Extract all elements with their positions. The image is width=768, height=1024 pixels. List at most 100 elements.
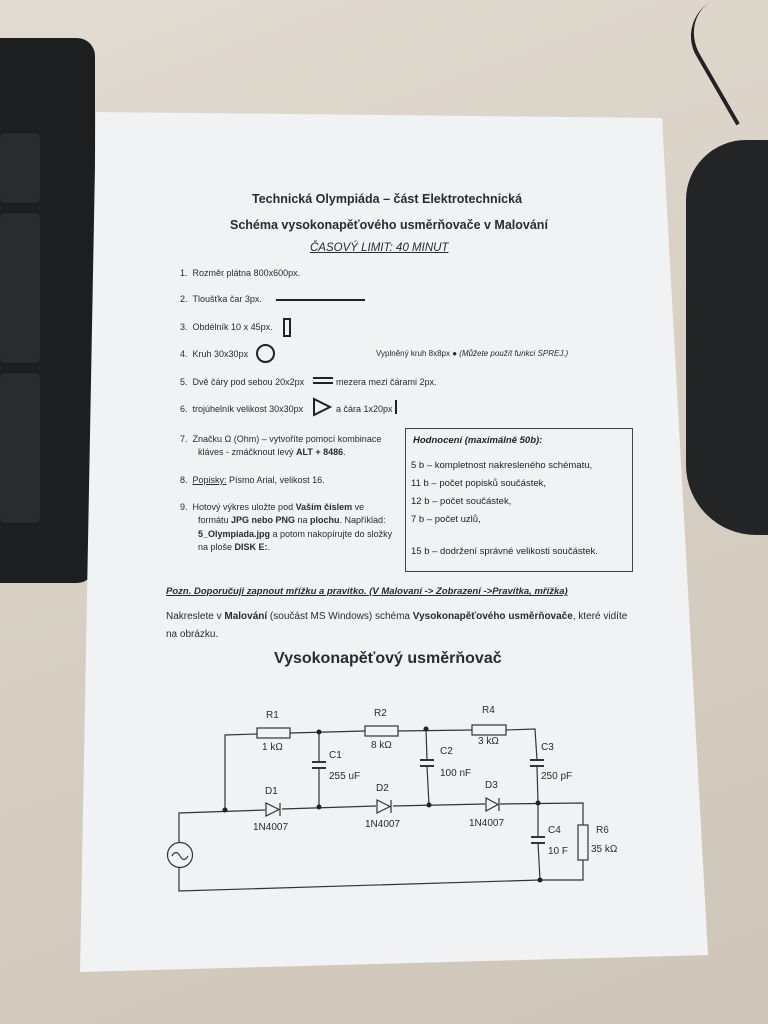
instruction-4: 4. Kruh 30x30px	[180, 349, 248, 359]
num: 4.	[180, 349, 188, 359]
wires	[178, 728, 584, 892]
instruction-5: 5. Dvě čáry pod sebou 20x2px	[180, 377, 304, 387]
scoring-box: Hodnocení (maximálně 50b): 5 b – komplet…	[405, 428, 633, 572]
text: Hotový výkres uložte pod	[192, 502, 296, 512]
num: 7.	[180, 434, 188, 444]
instruction-6-extra: a čára 1x20px	[336, 404, 393, 414]
line-sample	[276, 299, 365, 301]
line-1x20-sample	[395, 400, 397, 414]
c1-value: 255 uF	[329, 771, 361, 782]
d2-label: D2	[376, 783, 389, 794]
keyboard-key	[0, 213, 40, 363]
text: a potom nakopírujte do složky	[270, 529, 393, 539]
text: Dvě čáry pod sebou 20x2px	[192, 377, 305, 387]
instruction-9-line2: formátu JPG nebo PNG na plochu. Napříkla…	[198, 515, 386, 525]
bold: Vaším číslem	[295, 502, 353, 512]
scoring-item: 12 b – počet součástek,	[411, 496, 512, 507]
c2-value: 100 nF	[440, 768, 472, 779]
capacitor-plates	[312, 759, 545, 844]
filled-circle-icon: ●	[452, 349, 458, 358]
text: .	[267, 542, 271, 552]
instruction-8: 8. Popisky: Písmo Arial, velikost 16.	[180, 475, 325, 485]
text: ve	[352, 502, 365, 512]
num: 1.	[180, 268, 188, 278]
instruction-1: 1. Rozměr plátna 800x600px.	[180, 268, 300, 278]
junction-nodes	[222, 726, 543, 883]
c1-label: C1	[329, 750, 342, 761]
c3-value: 250 pF	[541, 771, 573, 782]
text: Rozměr plátna 800x600px.	[192, 268, 301, 278]
text: Nakreslete v	[166, 611, 225, 622]
text: Kruh 30x30px	[192, 349, 249, 359]
bold: Malování	[224, 611, 268, 622]
bold: 5_Olympiada.jpg	[198, 529, 271, 539]
instruction-3: 3. Obdélník 10 x 45px.	[180, 322, 273, 332]
double-line-sample	[313, 377, 333, 379]
c4-label: C4	[548, 825, 561, 836]
text: , které vidíte	[572, 611, 628, 622]
text: trojúhelník velikost 30x30px	[192, 404, 304, 414]
text: Tloušťka čar 3px.	[192, 294, 262, 304]
text: Obdélník 10 x 45px.	[192, 322, 273, 332]
instruction-5-extra: mezera mezi čárami 2px.	[336, 377, 437, 387]
resistors	[256, 724, 589, 861]
num: 6.	[180, 404, 188, 414]
d3-label: D3	[485, 780, 498, 791]
circuit-title: Vysokonapěťový usměrňovač	[274, 650, 502, 667]
label: Popisky:	[192, 475, 227, 485]
bold: plochu	[310, 515, 340, 525]
instruction-9: 9. Hotový výkres uložte pod Vaším číslem…	[180, 502, 364, 512]
num: 9.	[180, 502, 188, 512]
d3-value: 1N4007	[469, 818, 505, 829]
keyboard-key	[0, 373, 40, 523]
scoring-title: Hodnocení (maximálně 50b):	[413, 435, 543, 446]
circle-sample	[256, 344, 275, 363]
text: kláves - zmáčknout levý	[198, 447, 297, 457]
scoring-item: 11 b – počet popisků součástek,	[411, 478, 547, 489]
diodes	[265, 796, 500, 817]
instruction-7: 7. Značku Ω (Ohm) – vytvoříte pomocí kom…	[180, 434, 381, 444]
bold: JPG nebo PNG	[231, 515, 296, 525]
text: (součást MS Windows) schéma	[267, 611, 413, 622]
text: Vyplněný kruh 8x8px	[376, 349, 450, 358]
num: 2.	[180, 294, 188, 304]
r6-value: 35 kΩ	[591, 844, 618, 855]
d1-label: D1	[265, 786, 278, 797]
task-line1: Nakreslete v Malování (součást MS Window…	[166, 611, 627, 622]
r2-value: 8 kΩ	[371, 740, 392, 751]
scoring-item: 7 b – počet uzlů,	[411, 514, 481, 525]
bold: DISK E:	[234, 542, 268, 552]
ac-source-icon	[166, 841, 194, 869]
bold: ALT + 8486	[296, 447, 344, 457]
text: . Například:	[339, 515, 386, 525]
instruction-9-line4: na ploše DISK E:.	[198, 542, 270, 552]
note: (Můžete použít funkci SPREJ.)	[459, 349, 569, 358]
keyboard-key	[0, 133, 40, 203]
scoring-item: 5 b – kompletnost nakresleného schématu,	[411, 460, 593, 471]
instruction-6: 6. trojúhelník velikost 30x30px	[180, 404, 303, 414]
r2-label: R2	[374, 708, 387, 719]
document-subtitle: Schéma vysokonapěťového usměrňovače v Ma…	[230, 218, 548, 232]
text: formátu	[198, 515, 232, 525]
text: na	[295, 515, 311, 525]
r4-value: 3 kΩ	[478, 736, 499, 747]
text: .	[343, 447, 346, 457]
instruction-9-line3: 5_Olympiada.jpg a potom nakopírujte do s…	[198, 529, 392, 539]
scoring-item: 15 b – dodržení správné velikosti součás…	[411, 546, 598, 557]
note: Pozn. Doporučuji zapnout mřížku a pravít…	[166, 586, 568, 597]
num: 8.	[180, 475, 188, 485]
text: Značku Ω (Ohm) – vytvoříte pomocí kombin…	[192, 434, 382, 444]
text: Písmo Arial, velikost 16.	[226, 475, 325, 485]
c3-label: C3	[541, 742, 554, 753]
d2-value: 1N4007	[365, 819, 401, 830]
computer-mouse	[686, 140, 768, 535]
instruction-2: 2. Tloušťka čar 3px.	[180, 294, 262, 304]
num: 3.	[180, 322, 188, 332]
keyboard	[0, 38, 95, 583]
num: 5.	[180, 377, 188, 387]
r6-label: R6	[596, 825, 609, 836]
c4-value: 10 F	[548, 846, 569, 857]
r1-value: 1 kΩ	[262, 742, 283, 753]
